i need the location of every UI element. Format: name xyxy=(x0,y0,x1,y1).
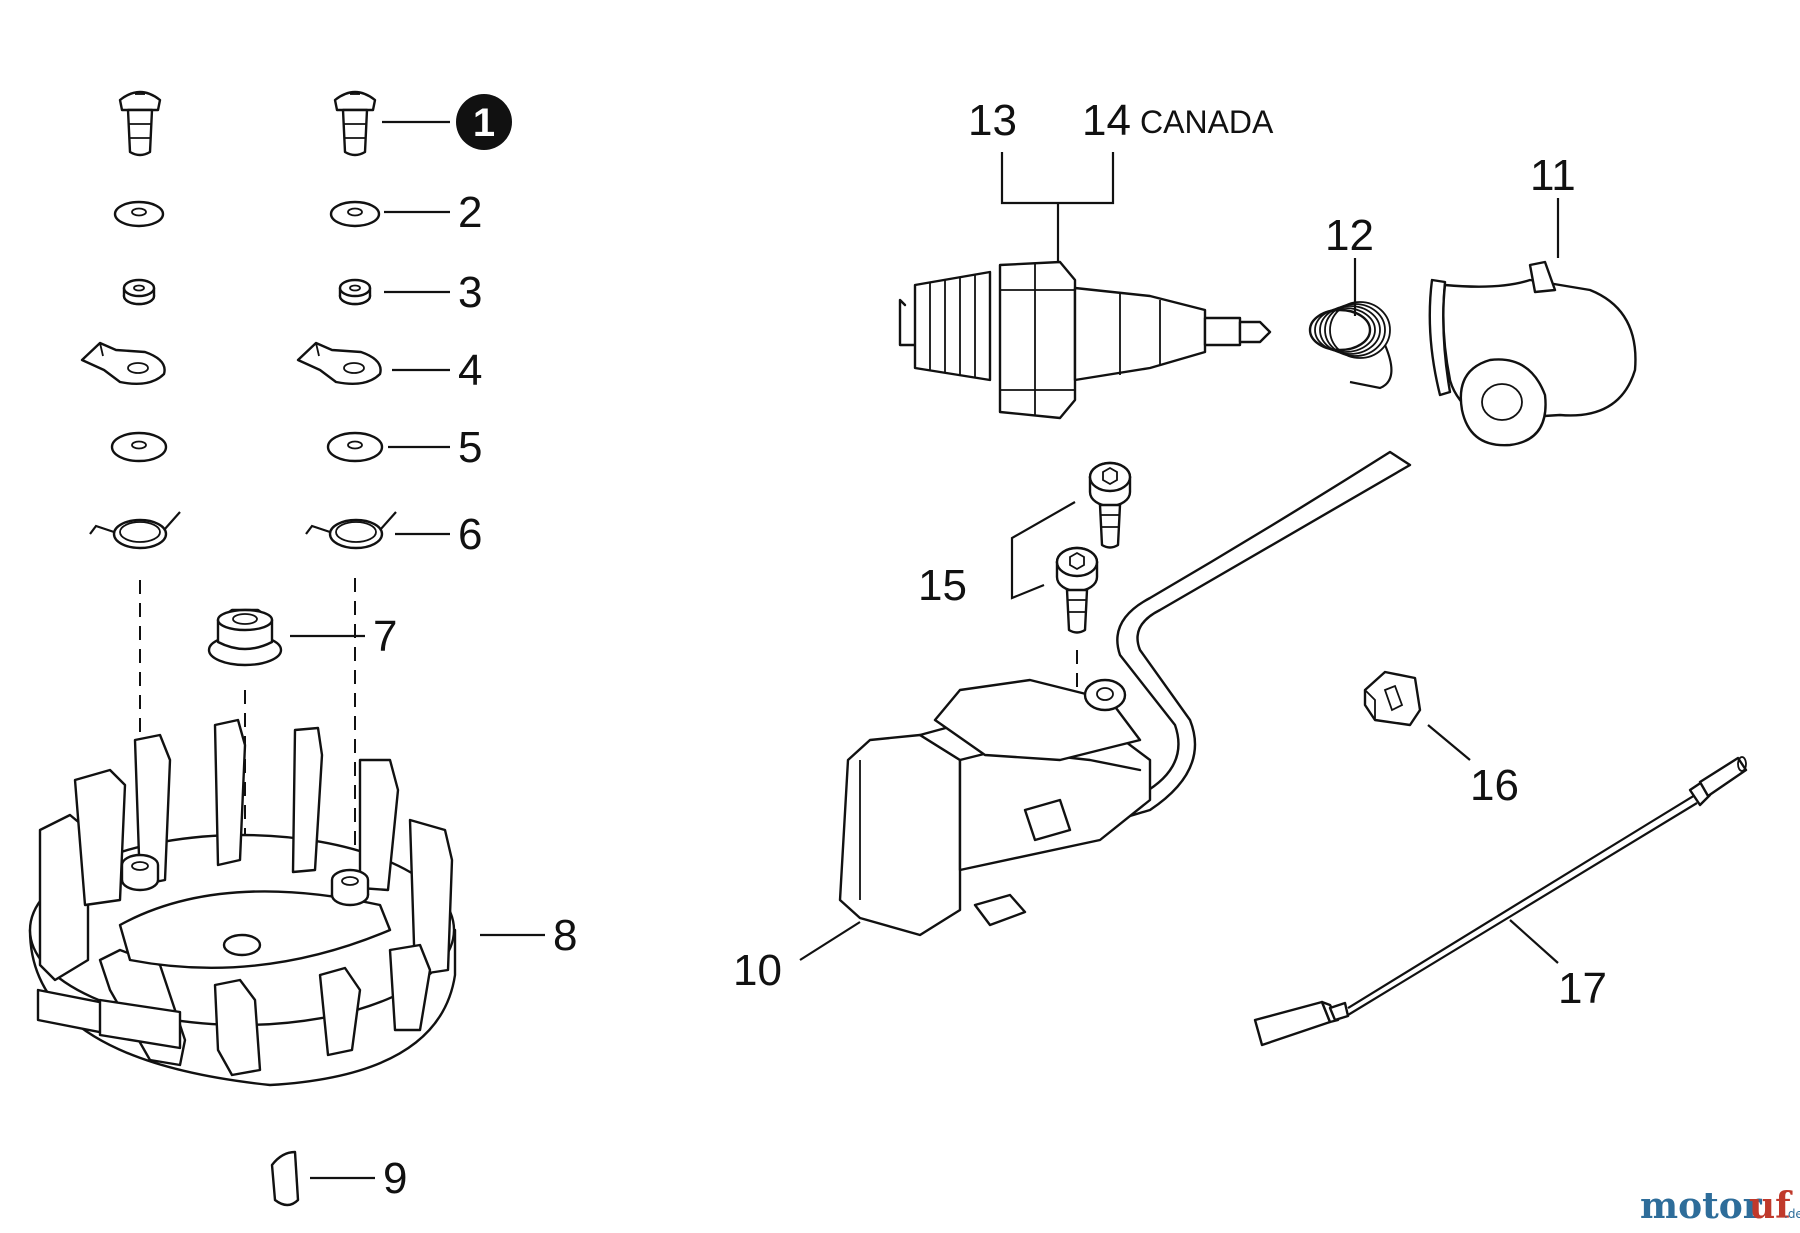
callout-17: 17 xyxy=(1558,964,1607,1013)
callout-6: 6 xyxy=(458,510,482,559)
callout-3: 3 xyxy=(458,268,482,317)
callout-14: 14 xyxy=(1082,96,1131,145)
region-note-canada: CANADA xyxy=(1140,104,1274,140)
spacer-left xyxy=(122,278,156,306)
callout-13: 13 xyxy=(968,96,1017,145)
watermark-accent: uf xyxy=(1749,1185,1793,1227)
pawl-left xyxy=(80,341,166,385)
watermark-main: motor xyxy=(1640,1185,1763,1227)
center-hardware-stack xyxy=(207,90,397,900)
callout-12: 12 xyxy=(1325,211,1374,260)
flywheel xyxy=(28,718,457,1087)
callout-8: 8 xyxy=(553,911,577,960)
spark-plug-boot xyxy=(1428,260,1637,447)
watermark-logo: motor uf .de xyxy=(1640,1185,1800,1227)
callout-15: 15 xyxy=(918,561,967,610)
pawl-center xyxy=(296,341,382,385)
callout-9: 9 xyxy=(383,1154,407,1203)
spark-plug xyxy=(898,260,1272,420)
short-circuit-cable xyxy=(1253,756,1748,1047)
screw-left xyxy=(118,90,162,157)
washer-center-top xyxy=(329,200,381,228)
callout-5: 5 xyxy=(458,423,482,472)
screw-center xyxy=(333,90,377,157)
woodruff-key xyxy=(270,1150,300,1207)
callout-4: 4 xyxy=(458,346,482,395)
washer-center-bottom xyxy=(326,431,384,463)
callout-16: 16 xyxy=(1470,761,1519,810)
watermark-suffix: .de xyxy=(1784,1207,1800,1221)
callout-11: 11 xyxy=(1530,151,1576,200)
spacer-center xyxy=(338,278,372,306)
boot-spring xyxy=(1308,301,1393,390)
callout-1: 1 xyxy=(473,101,495,145)
flange-nut xyxy=(207,608,283,667)
callout-1-badge xyxy=(456,94,512,150)
leader-lines xyxy=(290,120,1560,1180)
pawl-spring-left xyxy=(89,511,181,550)
pawl-spring-center xyxy=(305,511,397,550)
ignition-coil-screws xyxy=(1055,461,1132,830)
callout-7: 7 xyxy=(373,612,397,661)
wire-clip xyxy=(1363,670,1422,727)
callout-10: 10 xyxy=(733,946,782,995)
left-hardware-stack xyxy=(80,90,181,870)
callout-2: 2 xyxy=(458,188,482,237)
washer-left-top xyxy=(113,200,165,228)
callout-labels: 1 2 3 4 5 6 7 8 9 10 11 12 13 14 CANADA … xyxy=(373,94,1607,1203)
ignition-coil xyxy=(838,450,1412,937)
washer-left-bottom xyxy=(110,431,168,463)
